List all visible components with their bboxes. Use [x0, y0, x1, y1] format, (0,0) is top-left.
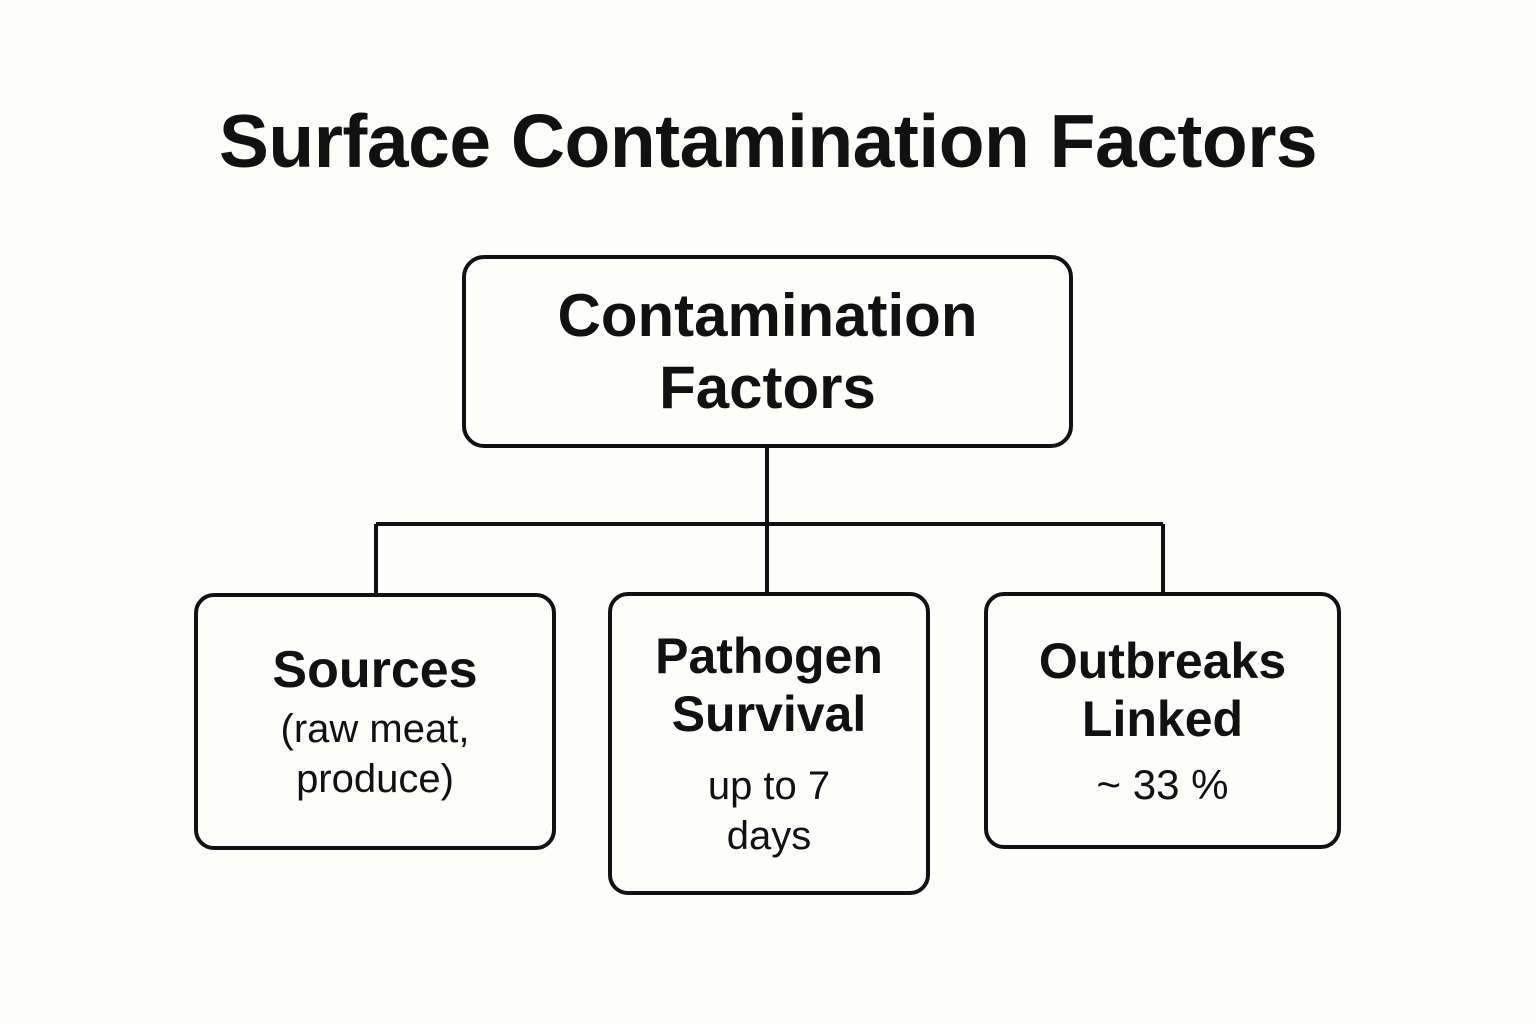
- node-contamination-factors[interactable]: Contamination Factors: [462, 255, 1073, 448]
- node-pathogen-subtext: up to 7 days: [708, 761, 830, 861]
- node-sources-sub-line2: produce): [296, 756, 454, 801]
- node-root-title-line1: Contamination: [557, 281, 978, 349]
- node-pathogen-title: Pathogen Survival: [655, 627, 883, 743]
- page-title: Surface Contamination Factors: [218, 99, 1318, 183]
- node-pathogen-sub-line2: days: [726, 813, 812, 858]
- node-outbreaks-title-line2: Linked: [1081, 690, 1244, 747]
- node-outbreaks-title-line1: Outbreaks: [1038, 632, 1287, 689]
- node-sources-title: Sources: [272, 640, 477, 700]
- node-pathogen-sub-line1: up to 7: [707, 763, 831, 808]
- node-pathogen-survival[interactable]: Pathogen Survival up to 7 days: [608, 592, 930, 895]
- node-outbreaks-linked[interactable]: Outbreaks Linked ~ 33 %: [984, 592, 1341, 849]
- node-outbreaks-title: Outbreaks Linked: [1039, 632, 1286, 748]
- node-outbreaks-sub-line1: ~ 33 %: [1096, 760, 1229, 808]
- node-pathogen-title-line1: Pathogen: [655, 627, 883, 684]
- node-root-title-line2: Factors: [659, 353, 876, 421]
- node-sources-sub-line1: (raw meat,: [280, 706, 470, 751]
- node-sources[interactable]: Sources (raw meat, produce): [194, 593, 556, 850]
- node-outbreaks-subtext: ~ 33 %: [1097, 760, 1229, 810]
- node-sources-title-line1: Sources: [272, 640, 478, 699]
- node-root-title: Contamination Factors: [558, 280, 978, 424]
- node-pathogen-title-line2: Survival: [671, 685, 867, 742]
- node-sources-subtext: (raw meat, produce): [281, 704, 470, 804]
